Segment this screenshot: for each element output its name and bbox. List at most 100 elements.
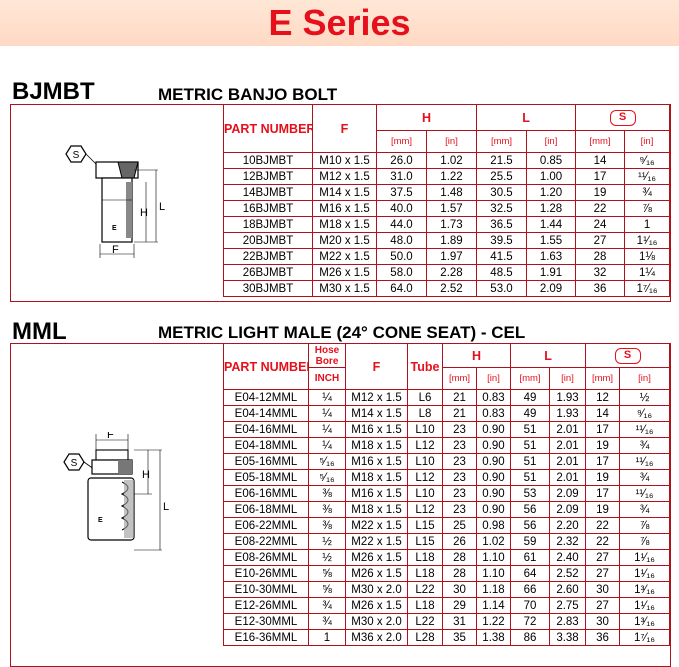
table-cell: ¾ bbox=[308, 597, 346, 614]
table-cell: L10 bbox=[407, 421, 443, 438]
table-cell: 51 bbox=[510, 453, 550, 470]
table-cell: 2.01 bbox=[548, 437, 587, 454]
mml-header-tube: Tube bbox=[407, 343, 443, 390]
table-cell: M16 x 1.5 bbox=[345, 453, 408, 470]
table-cell: E04-18MML bbox=[223, 437, 309, 454]
table-cell: E04-12MML bbox=[223, 389, 309, 406]
table-cell: ⅜ bbox=[308, 501, 346, 518]
table-cell: M18 x 1.5 bbox=[345, 501, 408, 518]
table-cell: 25 bbox=[442, 517, 477, 534]
table-cell: 48.5 bbox=[476, 264, 527, 281]
table-cell: L18 bbox=[407, 565, 443, 582]
table-cell: M18 x 1.5 bbox=[345, 437, 408, 454]
hex-icon: S bbox=[63, 453, 85, 471]
mml-header-l: L bbox=[509, 343, 587, 368]
table-cell: 58.0 bbox=[376, 264, 427, 281]
table-cell: 21 bbox=[442, 389, 477, 406]
table-cell: 64 bbox=[510, 565, 550, 582]
mml-unit-l-mm: [mm] bbox=[510, 367, 550, 390]
table-cell: E05-18MML bbox=[223, 469, 309, 486]
bjmbt-drawing-l-label: L bbox=[159, 201, 165, 213]
table-cell: M26 x 1.5 bbox=[345, 549, 408, 566]
table-cell: 35 bbox=[442, 629, 477, 646]
table-cell: 1.28 bbox=[525, 200, 577, 217]
table-cell: E06-18MML bbox=[223, 501, 309, 518]
mml-section-code: MML bbox=[12, 318, 67, 345]
table-cell: L12 bbox=[407, 469, 443, 486]
table-cell: 40.0 bbox=[376, 200, 427, 217]
table-cell: 1⁷⁄₁₆ bbox=[619, 629, 671, 646]
table-cell: 14 bbox=[575, 152, 626, 169]
table-cell: ¼ bbox=[308, 421, 346, 438]
table-cell: 64.0 bbox=[376, 280, 427, 297]
bjmbt-header-l: L bbox=[475, 104, 577, 131]
table-cell: ¹¹⁄₁₆ bbox=[624, 168, 671, 185]
table-cell: 36 bbox=[585, 629, 621, 646]
hex-icon: S bbox=[65, 145, 87, 163]
bjmbt-header-part-number: PART NUMBER bbox=[223, 104, 313, 153]
table-cell: 22 bbox=[585, 533, 621, 550]
table-cell: 0.90 bbox=[476, 453, 511, 470]
table-cell: 1.89 bbox=[426, 232, 477, 249]
mml-unit-s-in: [in] bbox=[619, 367, 671, 390]
table-cell: M16 x 1.5 bbox=[312, 200, 377, 217]
table-cell: 19 bbox=[585, 437, 621, 454]
table-cell: 22 bbox=[575, 200, 626, 217]
mml-section-description: METRIC LIGHT MALE (24° CONE SEAT) - CEL bbox=[158, 323, 526, 342]
table-cell: L22 bbox=[407, 613, 443, 630]
table-cell: L12 bbox=[407, 437, 443, 454]
table-cell: 1.02 bbox=[426, 152, 477, 169]
table-cell: 22BJMBT bbox=[223, 248, 313, 265]
table-cell: M14 x 1.5 bbox=[312, 184, 377, 201]
table-cell: 3.38 bbox=[548, 629, 587, 646]
table-cell: ⅝ bbox=[308, 581, 346, 598]
table-cell: 17 bbox=[575, 168, 626, 185]
table-cell: 0.98 bbox=[476, 517, 511, 534]
table-cell: 2.20 bbox=[548, 517, 587, 534]
mml-drawing: S E F H L bbox=[63, 432, 169, 551]
bjmbt-drawing: S E H L F bbox=[65, 145, 165, 258]
table-cell: 70 bbox=[510, 597, 550, 614]
table-cell: 1³⁄₁₆ bbox=[619, 581, 671, 598]
mml-header-thread: F bbox=[345, 343, 408, 390]
table-cell: 0.83 bbox=[476, 389, 511, 406]
table-cell: 10BJMBT bbox=[223, 152, 313, 169]
table-cell: 53.0 bbox=[476, 280, 527, 297]
hex-icon: S bbox=[614, 347, 641, 364]
table-cell: L8 bbox=[407, 405, 443, 422]
table-cell: ¾ bbox=[308, 613, 346, 630]
table-cell: 1.97 bbox=[426, 248, 477, 265]
table-cell: 17 bbox=[585, 453, 621, 470]
mml-header-h: H bbox=[442, 343, 511, 368]
table-cell: 86 bbox=[510, 629, 550, 646]
table-cell: 1.18 bbox=[476, 581, 511, 598]
mml-drawing-l-label: L bbox=[163, 501, 169, 513]
table-cell: ½ bbox=[308, 549, 346, 566]
table-cell: 1.22 bbox=[426, 168, 477, 185]
table-cell: 56 bbox=[510, 501, 550, 518]
table-cell: 2.28 bbox=[426, 264, 477, 281]
table-cell: 14 bbox=[585, 405, 621, 422]
mml-drawing-h-label: H bbox=[142, 469, 150, 481]
table-cell: E04-14MML bbox=[223, 405, 309, 422]
table-cell: 2.09 bbox=[548, 501, 587, 518]
table-cell: ⅞ bbox=[619, 517, 671, 534]
table-cell: 1.02 bbox=[476, 533, 511, 550]
table-cell: ¹¹⁄₁₆ bbox=[619, 485, 671, 502]
table-cell: ½ bbox=[619, 389, 671, 406]
table-cell: M22 x 1.5 bbox=[345, 517, 408, 534]
table-cell: 30 bbox=[442, 581, 477, 598]
bjmbt-section-code: BJMBT bbox=[12, 78, 95, 105]
table-cell: 12BJMBT bbox=[223, 168, 313, 185]
table-cell: 1.00 bbox=[525, 168, 577, 185]
table-cell: 1¹⁄₁₆ bbox=[624, 232, 671, 249]
table-cell: 22 bbox=[585, 517, 621, 534]
